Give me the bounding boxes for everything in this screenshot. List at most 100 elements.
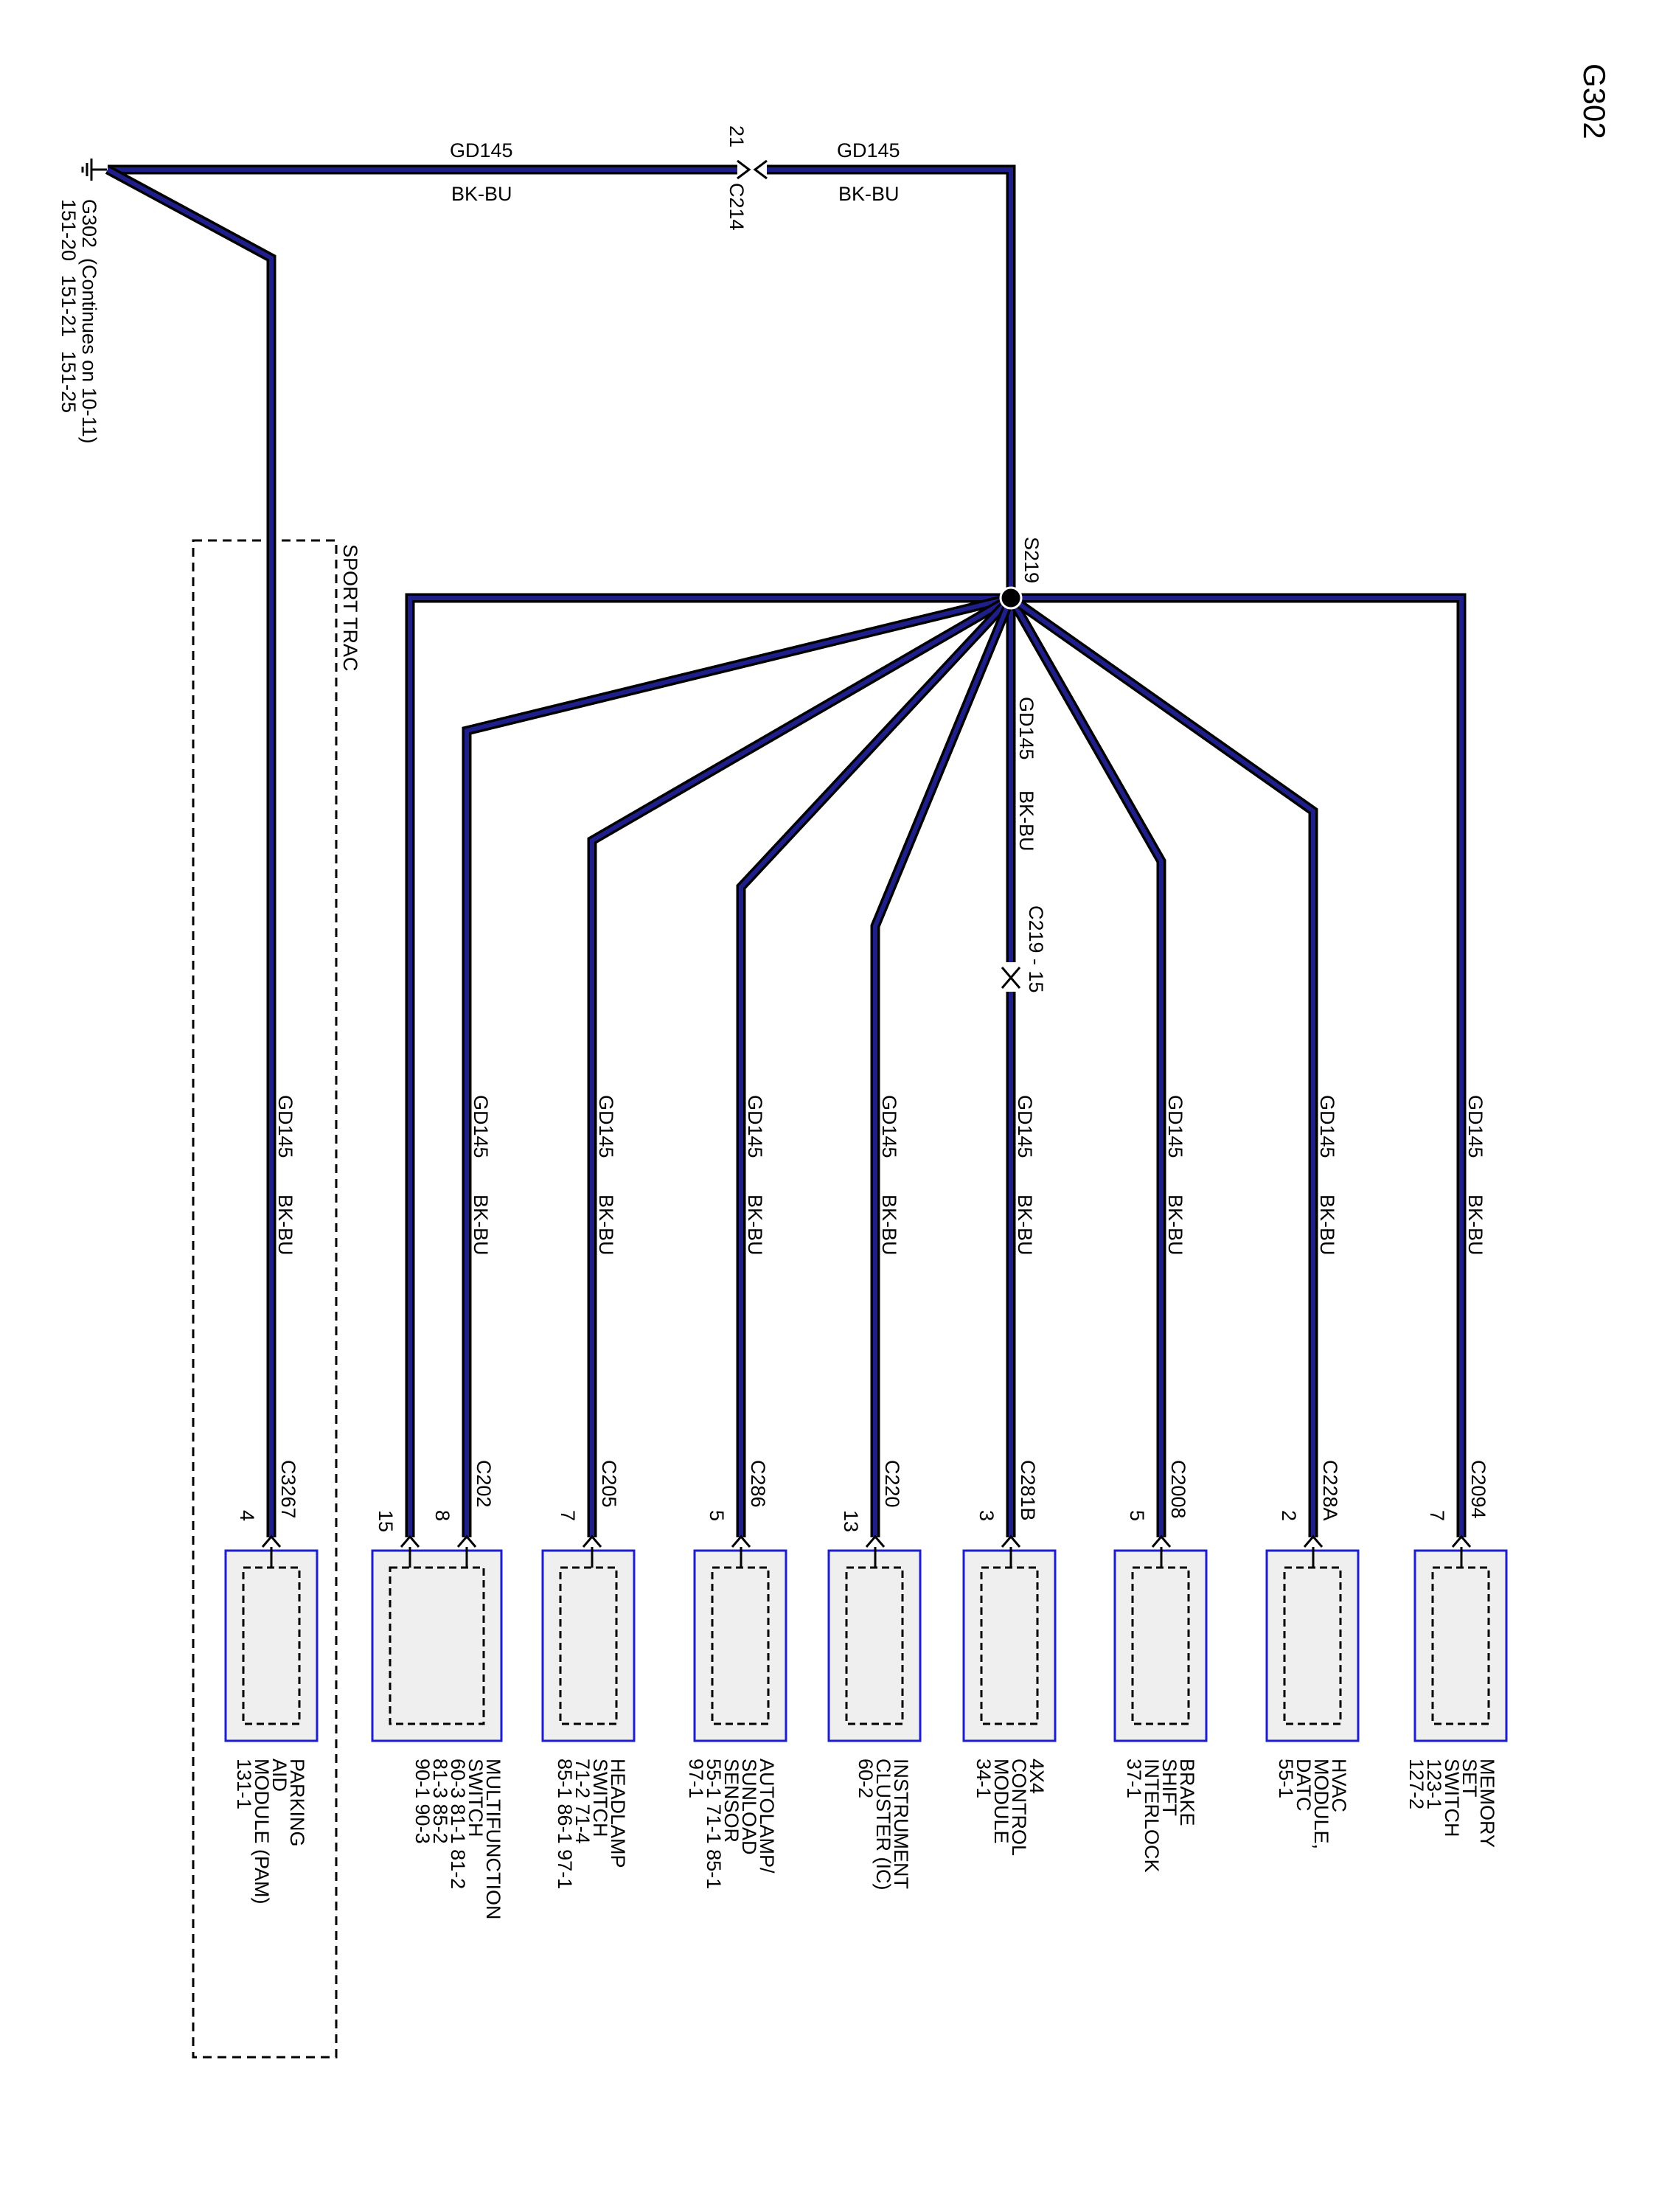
memory-wire-circuit: GD145 bbox=[1464, 1095, 1486, 1158]
4x4-name-line-0: 4X4 bbox=[1026, 1759, 1048, 1794]
top-left-circuit: GD145 bbox=[450, 139, 513, 161]
autolamp-ref-line-0: 55-1 71-1 85-1 bbox=[703, 1759, 725, 1889]
cluster-wire-color: BK-BU bbox=[878, 1194, 900, 1256]
hvac-name-line-0: HVAC bbox=[1328, 1759, 1350, 1812]
autolamp-module-box bbox=[693, 1549, 787, 1742]
4x4-name-line-1: CONTROL bbox=[1008, 1759, 1030, 1856]
component-memory: GD145BK-BUC20947MEMORYSETSWITCH123-1127-… bbox=[1405, 1095, 1508, 1848]
pam-ref-line-0: 131-1 bbox=[233, 1759, 255, 1809]
brake-name-line-1: SHIFT bbox=[1158, 1759, 1180, 1816]
wire-multifunction-core bbox=[465, 596, 1012, 1537]
headlamp-wire-circuit: GD145 bbox=[595, 1095, 617, 1158]
wire-cluster-core bbox=[873, 597, 1013, 1537]
4x4-name-line-2: MODULE bbox=[990, 1759, 1012, 1844]
4x4-module-inner bbox=[980, 1566, 1039, 1725]
autolamp-wire-color: BK-BU bbox=[744, 1194, 766, 1256]
top-right-circuit: GD145 bbox=[837, 139, 900, 161]
sport-trac-label: SPORT TRAC bbox=[339, 544, 361, 672]
headlamp-name-line-1: SWITCH bbox=[589, 1759, 611, 1837]
cluster-module-box bbox=[827, 1549, 922, 1742]
headlamp-ref-line-1: 85-1 86-1 97-1 bbox=[554, 1759, 576, 1889]
wire-harness bbox=[105, 164, 1467, 1537]
splice-label: S219 bbox=[1020, 537, 1043, 583]
ground-label-block: G302 (Continues on 10-11) 151-20 151-21 … bbox=[58, 199, 100, 444]
hvac-name-line-2: DATC bbox=[1293, 1759, 1315, 1812]
pam-wire-color: BK-BU bbox=[274, 1194, 296, 1256]
brake-connector-icon bbox=[1151, 1534, 1172, 1548]
cluster-wire-circuit: GD145 bbox=[878, 1095, 900, 1158]
cluster-ref-line-0: 60-2 bbox=[855, 1759, 877, 1798]
ground-pin-1: 151-20 bbox=[58, 199, 80, 261]
memory-name-line-0: MEMORY bbox=[1476, 1759, 1498, 1848]
wire-hvac-core bbox=[1009, 596, 1315, 1537]
multifunction-ref-line-0: 60-3 81-1 81-2 bbox=[447, 1759, 469, 1889]
multifunction-module-box bbox=[371, 1549, 503, 1742]
headlamp-module-box bbox=[541, 1549, 636, 1742]
wire-memory-outline bbox=[1011, 593, 1467, 1537]
memory-pin: 7 bbox=[1426, 1510, 1448, 1521]
multifunction-name-line-1: SWITCH bbox=[465, 1759, 487, 1837]
ground-pin-2: 151-21 bbox=[58, 275, 80, 337]
pam-wire-circuit: GD145 bbox=[274, 1095, 296, 1158]
headlamp-connector-icon bbox=[582, 1534, 602, 1548]
top-left-color: BK-BU bbox=[451, 183, 512, 205]
4x4-wire-color: BK-BU bbox=[1014, 1194, 1036, 1256]
brake-pin: 5 bbox=[1126, 1510, 1148, 1521]
wire-multifunction-pin15-core bbox=[408, 596, 1011, 1537]
cluster-connector-name: C220 bbox=[881, 1460, 903, 1508]
c214-connector-icon bbox=[737, 159, 768, 180]
multifunction-connector-name: C202 bbox=[473, 1460, 495, 1508]
pam-name-line-1: AID bbox=[268, 1759, 291, 1792]
memory-name-line-1: SET bbox=[1458, 1759, 1481, 1798]
headlamp-connector-name: C205 bbox=[598, 1460, 620, 1508]
pam-name-line-2: MODULE (PAM) bbox=[251, 1759, 273, 1905]
autolamp-pin: 5 bbox=[706, 1510, 728, 1521]
autolamp-ref-line-1: 97-1 bbox=[685, 1759, 707, 1798]
wire-cluster-outline bbox=[870, 596, 1016, 1537]
c219-connector-icon bbox=[1001, 967, 1021, 989]
memory-ref-line-0: 123-1 bbox=[1423, 1759, 1445, 1809]
multifunction-wire-color: BK-BU bbox=[470, 1194, 492, 1256]
autolamp-connector-name: C286 bbox=[747, 1460, 769, 1508]
c214-name: C214 bbox=[726, 183, 748, 231]
splice-dot bbox=[999, 586, 1023, 610]
hvac-connector-name: C228A bbox=[1319, 1460, 1341, 1521]
hvac-module-box bbox=[1265, 1549, 1360, 1742]
cluster-name-line-0: INSTRUMENT bbox=[890, 1759, 912, 1889]
pam-name-line-0: PARKING bbox=[286, 1759, 308, 1847]
hvac-ref-line-0: 55-1 bbox=[1275, 1759, 1297, 1798]
pam-module-box bbox=[224, 1549, 319, 1742]
autolamp-name-line-1: SUNLOAD bbox=[738, 1759, 760, 1855]
4x4-module-box bbox=[962, 1549, 1057, 1742]
hvac-pin: 2 bbox=[1278, 1510, 1300, 1521]
ground-name: G302 bbox=[78, 199, 100, 248]
multifunction-ref-line-1: 81-3 85-2 bbox=[429, 1759, 451, 1844]
page-id: G302 bbox=[1577, 63, 1612, 139]
autolamp-connector-icon bbox=[731, 1534, 751, 1548]
ground-continues: (Continues on 10-11) bbox=[78, 258, 100, 444]
multifunction-extra-pin: 15 bbox=[375, 1510, 397, 1532]
hvac-connector-icon bbox=[1303, 1534, 1324, 1548]
headlamp-name-line-0: HEADLAMP bbox=[607, 1759, 629, 1868]
c214-pin: 21 bbox=[726, 125, 748, 147]
wire-memory-core bbox=[1011, 596, 1464, 1537]
multifunction-ref-line-2: 90-1 90-3 bbox=[411, 1759, 434, 1844]
pam-connector-icon bbox=[261, 1534, 282, 1548]
wire-c214-to-splice-outline bbox=[767, 164, 1016, 598]
4x4-wire-circuit: GD145 bbox=[1014, 1095, 1036, 1158]
headlamp-pin: 7 bbox=[557, 1510, 579, 1521]
sport-trac-region bbox=[192, 539, 338, 2059]
hvac-wire-color: BK-BU bbox=[1316, 1194, 1338, 1256]
multifunction-pin: 8 bbox=[431, 1510, 453, 1521]
memory-module-box bbox=[1413, 1549, 1508, 1742]
brake-wire-circuit: GD145 bbox=[1164, 1095, 1186, 1158]
cluster-pin: 13 bbox=[840, 1510, 862, 1532]
brake-name-line-0: BRAKE bbox=[1176, 1759, 1198, 1826]
memory-connector-name: C2094 bbox=[1467, 1460, 1489, 1519]
pam-connector-name: C3267 bbox=[277, 1460, 299, 1519]
